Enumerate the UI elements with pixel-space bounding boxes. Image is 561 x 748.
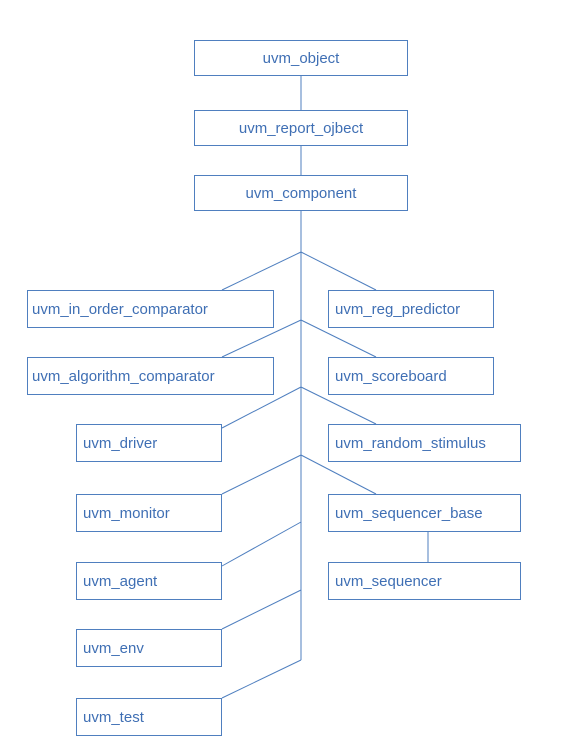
node-uvm-sequencer: uvm_sequencer xyxy=(328,562,521,600)
node-uvm-report-object: uvm_report_ojbect xyxy=(194,110,408,146)
node-uvm-component: uvm_component xyxy=(194,175,408,211)
edge-random-stimulus xyxy=(300,386,377,425)
node-uvm-monitor: uvm_monitor xyxy=(76,494,222,532)
edge-reg-predictor xyxy=(300,251,377,291)
node-uvm-random-stimulus: uvm_random_stimulus xyxy=(328,424,521,462)
node-label: uvm_reg_predictor xyxy=(335,300,461,318)
node-label: uvm_env xyxy=(83,639,144,657)
node-label: uvm_component xyxy=(245,184,357,202)
edge-driver xyxy=(221,386,302,429)
node-uvm-sequencer-base: uvm_sequencer_base xyxy=(328,494,521,532)
edge-monitor xyxy=(221,454,302,495)
node-label: uvm_object xyxy=(262,49,340,67)
node-label: uvm_test xyxy=(83,708,144,726)
edge-sequencer-base xyxy=(300,454,377,495)
node-uvm-env: uvm_env xyxy=(76,629,222,667)
edge-test xyxy=(221,659,302,699)
node-label: uvm_sequencer xyxy=(335,572,442,590)
node-label: uvm_algorithm_comparator xyxy=(32,367,215,385)
node-uvm-test: uvm_test xyxy=(76,698,222,736)
node-label: uvm_sequencer_base xyxy=(335,504,483,522)
node-label: uvm_report_ojbect xyxy=(238,119,364,137)
edge-inorder-comparator xyxy=(221,251,302,291)
node-uvm-reg-predictor: uvm_reg_predictor xyxy=(328,290,494,328)
node-uvm-object: uvm_object xyxy=(194,40,408,76)
edge-algorithm-comparator xyxy=(221,319,302,358)
node-uvm-algorithm-comparator: uvm_algorithm_comparator xyxy=(27,357,274,395)
node-uvm-in-order-comparator: uvm_in_order_comparator xyxy=(27,290,274,328)
edge-env xyxy=(221,589,302,630)
node-label: uvm_agent xyxy=(83,572,158,590)
edge-scoreboard xyxy=(300,319,377,358)
node-label: uvm_in_order_comparator xyxy=(32,300,208,318)
node-label: uvm_monitor xyxy=(83,504,170,522)
node-uvm-agent: uvm_agent xyxy=(76,562,222,600)
node-uvm-scoreboard: uvm_scoreboard xyxy=(328,357,494,395)
node-label: uvm_scoreboard xyxy=(335,367,447,385)
node-label: uvm_driver xyxy=(83,434,158,452)
node-uvm-driver: uvm_driver xyxy=(76,424,222,462)
edge-agent xyxy=(221,521,302,567)
node-label: uvm_random_stimulus xyxy=(335,434,486,452)
